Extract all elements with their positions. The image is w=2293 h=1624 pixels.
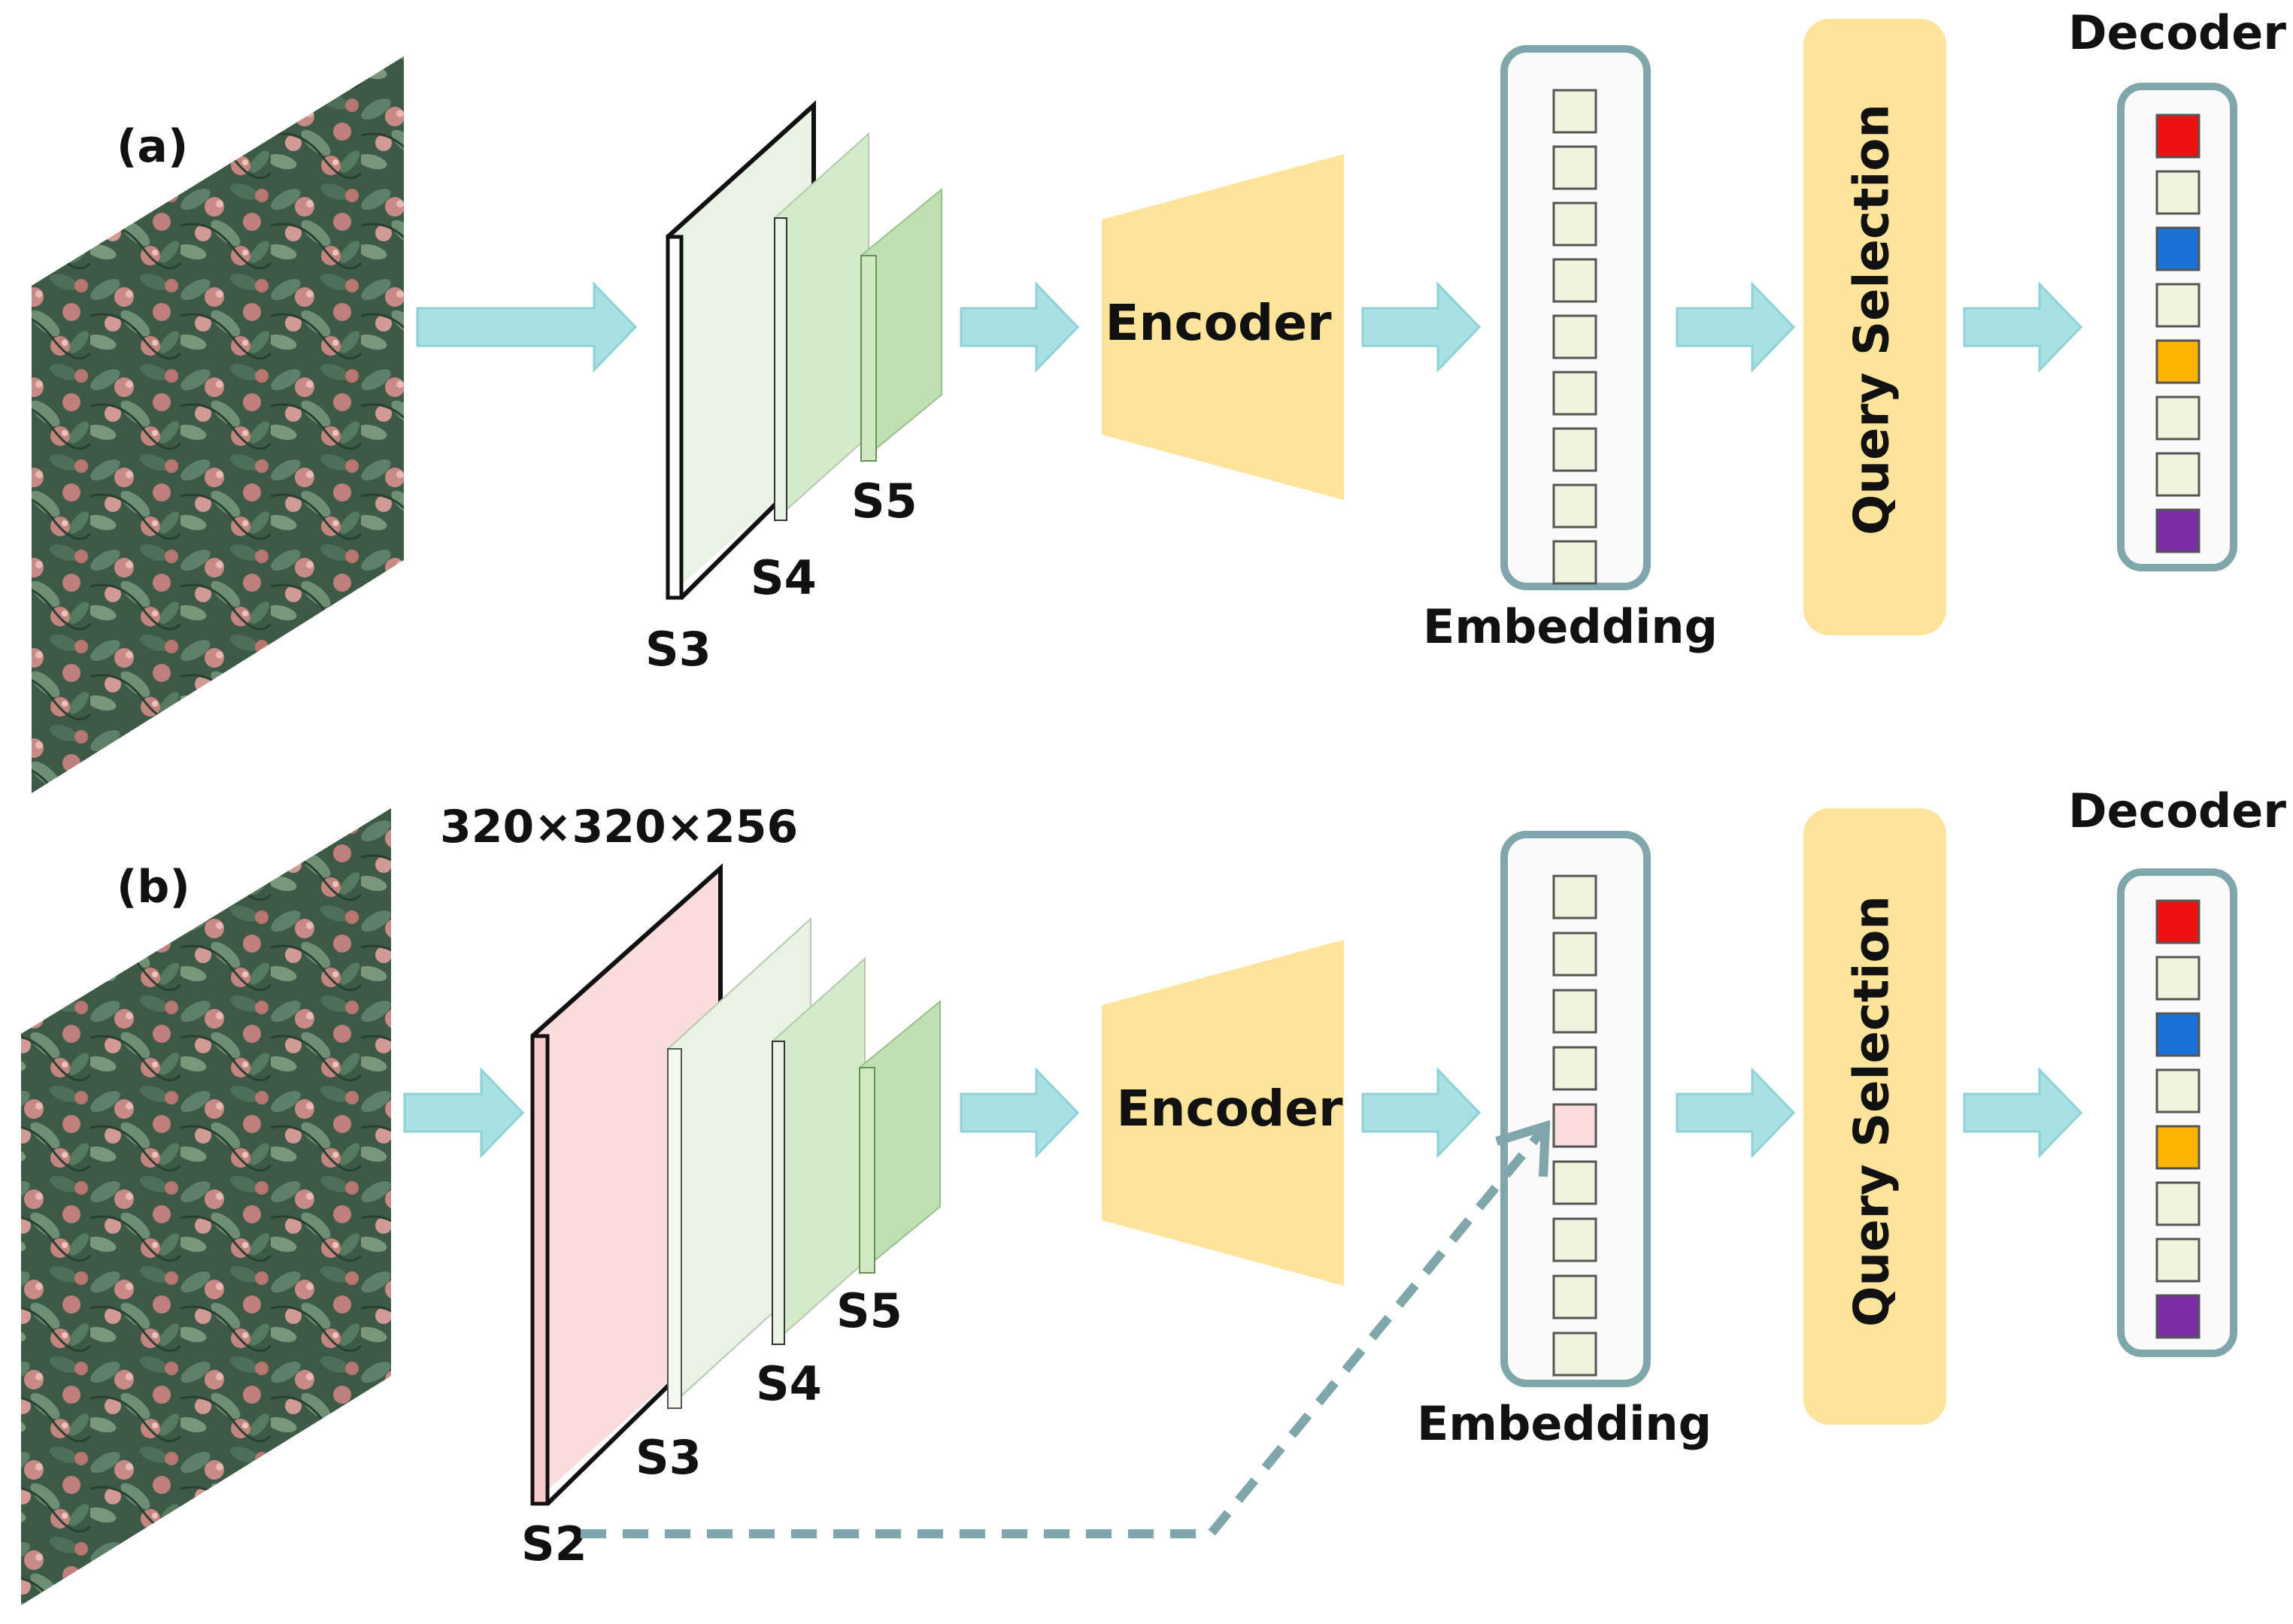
stage-s5-a-label: S5 [851, 474, 918, 529]
flow-arrow-b1 [403, 1067, 525, 1159]
embedding-cell [1552, 314, 1597, 359]
stage-s3-a-label: S3 [645, 622, 711, 677]
query-selection-a-label: Query Selection [1845, 104, 1900, 535]
panel-b-label: (b) [117, 861, 190, 914]
encoder-b-label: Encoder [1116, 1080, 1343, 1138]
decoder-query-cell [2155, 899, 2200, 944]
embedding-cell [1552, 201, 1597, 247]
embedding-cell [1552, 258, 1597, 303]
stage-s5-a-edge [860, 255, 877, 462]
stage-s3-b-edge [667, 1048, 682, 1409]
embedding-cell [1552, 932, 1597, 977]
decoder-query-cell [2155, 395, 2200, 441]
decoder-query-cell [2155, 226, 2200, 271]
embedding-cell [1552, 540, 1597, 585]
flow-arrow-b3 [1361, 1067, 1482, 1159]
stage-s4-a-edge [774, 217, 787, 521]
embedding-cell [1552, 1274, 1597, 1320]
dimension-label: 320×320×256 [440, 801, 798, 853]
flow-arrow-b2 [960, 1067, 1080, 1159]
flow-arrow-a4 [1676, 281, 1796, 373]
decoder-query-cell [2155, 452, 2200, 497]
flow-arrow-a3 [1361, 281, 1482, 373]
flow-arrow-a5 [1963, 281, 2083, 373]
decoder-query-cell [2155, 114, 2200, 159]
decoder-query-cell [2155, 1181, 2200, 1226]
decoder-query-cell [2155, 1068, 2200, 1113]
skip-connection-arrowhead [1495, 1120, 1551, 1177]
embedding-cell [1552, 874, 1597, 920]
stage-s3-b-label: S3 [635, 1430, 702, 1485]
embedding-cell [1552, 145, 1597, 190]
decoder-query-cell [2155, 508, 2200, 553]
embedding-cell [1552, 1046, 1597, 1091]
embedding-cell [1552, 1160, 1597, 1205]
decoder-query-cell [2155, 1125, 2200, 1170]
decoder-query-cell [2155, 1238, 2200, 1283]
decoder-b-label: Decoder [2068, 783, 2286, 838]
decoder-a-queries [2155, 114, 2200, 553]
stage-s4-a-label: S4 [751, 550, 817, 605]
decoder-query-cell [2155, 1294, 2200, 1339]
embedding-cell [1552, 371, 1597, 416]
stage-s3-a-edge [666, 235, 684, 600]
decoder-query-cell [2155, 170, 2200, 215]
query-selection-b [1803, 808, 1946, 1425]
encoder-a [1102, 154, 1344, 500]
query-selection-b-label: Query Selection [1845, 895, 1900, 1327]
skip-connection-s2 [581, 1129, 1545, 1538]
decoder-b-queries [2155, 899, 2200, 1339]
decoder-query-cell [2155, 339, 2200, 384]
embedding-cell [1552, 1217, 1597, 1262]
encoder-a-label: Encoder [1105, 294, 1332, 352]
decoder-a-label: Decoder [2068, 5, 2286, 60]
stage-s2-b-label: S2 [521, 1516, 587, 1571]
embedding-b-cells [1552, 874, 1597, 1377]
flow-arrow-b4 [1676, 1067, 1796, 1159]
input-image-a [32, 56, 404, 793]
stage-s4-b-edge [772, 1041, 785, 1345]
encoder-b [1102, 940, 1344, 1286]
embedding-cell [1552, 89, 1597, 134]
stage-s4-b-label: S4 [756, 1356, 822, 1411]
embedding-cell [1552, 427, 1597, 472]
embedding-a-label: Embedding [1423, 599, 1718, 654]
panel-a-label: (a) [117, 120, 188, 173]
embedding-b-label: Embedding [1417, 1396, 1712, 1451]
embedding-cell-highlight [1552, 1103, 1597, 1148]
query-selection-a [1803, 19, 1946, 635]
stage-s2-b-edge [530, 1034, 550, 1506]
embedding-cell [1552, 1332, 1597, 1377]
stage-s5-b-edge [859, 1067, 875, 1274]
embedding-a-cells [1552, 89, 1597, 585]
decoder-query-cell [2155, 956, 2200, 1001]
embedding-cell [1552, 989, 1597, 1034]
decoder-query-cell [2155, 1012, 2200, 1057]
embedding-cell [1552, 483, 1597, 529]
decoder-query-cell [2155, 283, 2200, 328]
input-image-b [21, 808, 391, 1605]
flow-arrow-a2 [960, 281, 1080, 373]
stage-s5-b-label: S5 [836, 1283, 902, 1338]
flow-arrow-b5 [1963, 1067, 2083, 1159]
flow-arrow-a1 [416, 281, 638, 373]
